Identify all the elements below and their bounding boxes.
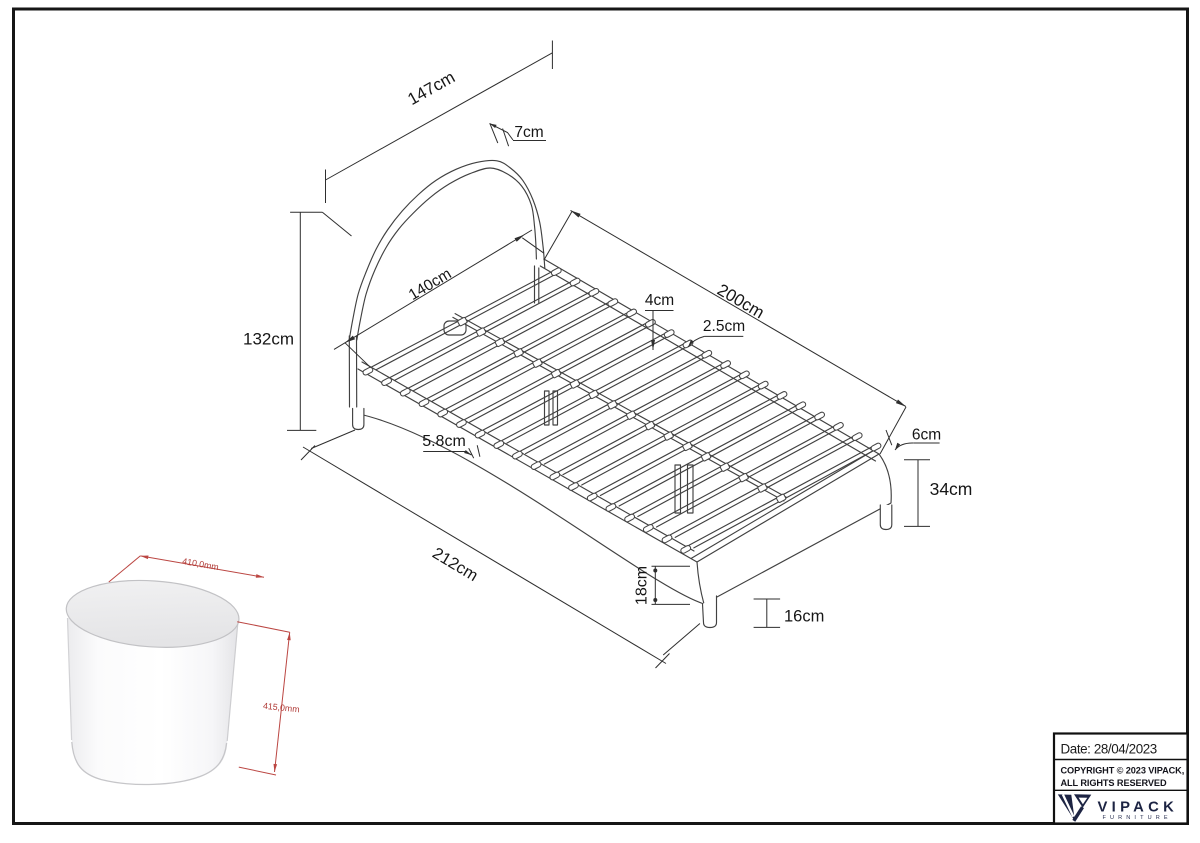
svg-text:16cm: 16cm (784, 608, 824, 626)
svg-text:6cm: 6cm (912, 427, 941, 444)
svg-text:18cm: 18cm (634, 566, 651, 605)
svg-text:5.8cm: 5.8cm (422, 433, 466, 450)
svg-text:415,0mm: 415,0mm (263, 701, 301, 715)
svg-text:132cm: 132cm (243, 330, 294, 349)
svg-text:34cm: 34cm (930, 479, 973, 499)
svg-text:4cm: 4cm (645, 292, 674, 309)
svg-text:COPYRIGHT © 2023 VIPACK,: COPYRIGHT © 2023 VIPACK, (1061, 766, 1185, 776)
svg-text:7cm: 7cm (514, 124, 543, 141)
svg-text:ALL RIGHTS RESERVED: ALL RIGHTS RESERVED (1061, 778, 1167, 788)
svg-text:2.5cm: 2.5cm (703, 318, 745, 335)
svg-text:VIPACK: VIPACK (1098, 800, 1179, 816)
svg-text:Date: 28/04/2023: Date: 28/04/2023 (1061, 742, 1157, 757)
svg-text:FURNITURE: FURNITURE (1103, 815, 1172, 821)
